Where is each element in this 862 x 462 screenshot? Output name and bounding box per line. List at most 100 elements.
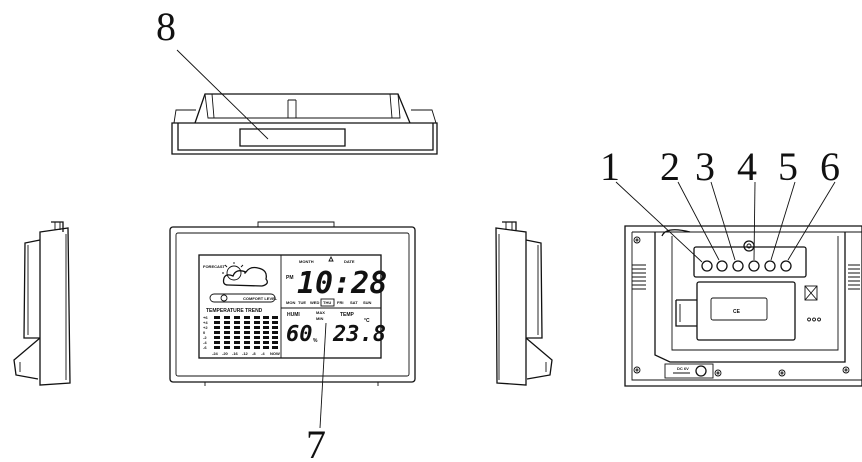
temperature-trend-chart: [214, 316, 278, 349]
trend-bar-segment: [234, 341, 240, 344]
trend-bar-segment: [214, 331, 220, 334]
trend-bar-segment: [254, 331, 260, 334]
trend-bar-segment: [244, 321, 250, 324]
trend-bar-segment: [234, 316, 240, 319]
trend-bar-segment: [272, 321, 278, 324]
trend-bar-segment: [214, 346, 220, 349]
button-4[interactable]: [748, 260, 760, 272]
trend-bar-segment: [263, 321, 269, 324]
trend-hour-label: -16: [232, 351, 239, 356]
trend-bar-segment: [224, 326, 230, 329]
trend-bar-segment: [234, 336, 240, 339]
trend-bar-segment: [272, 341, 278, 344]
screws: [633, 236, 850, 377]
ce-mark: CE: [733, 309, 741, 315]
callout-1: 1: [600, 144, 620, 189]
trend-bar-segment: [272, 346, 278, 349]
trend-bar-segment: [254, 336, 260, 339]
weekday-highlight-box: [320, 298, 335, 307]
button-2[interactable]: [716, 260, 728, 272]
trend-bar-segment: [224, 341, 230, 344]
button-5[interactable]: [764, 260, 776, 272]
right-vent: [848, 264, 860, 290]
trend-bar-segment: [263, 336, 269, 339]
trend-axis-label: -4: [203, 340, 207, 345]
trend-bar-segment: [254, 341, 260, 344]
trend-bar-segment: [224, 336, 230, 339]
trend-bar-segment: [263, 346, 269, 349]
trend-bar-segment: [234, 346, 240, 349]
time-readout: 10:28: [297, 266, 387, 301]
button-1[interactable]: [701, 260, 713, 272]
sun-cloud-icon: [222, 262, 268, 287]
trend-bar-segment: [234, 321, 240, 324]
trend-bar-segment: [224, 331, 230, 334]
trend-hours: -24 -20 -16 -12 -8 -4 NOW: [212, 351, 280, 356]
trend-bar-segment: [244, 316, 250, 319]
alarm-bell-icon: [328, 255, 334, 262]
trend-axis-label: +6: [203, 315, 208, 320]
humidity-readout: 60: [286, 322, 313, 347]
callout-8: 8: [156, 4, 176, 49]
callout-4: 4: [737, 144, 757, 189]
min-label: MIN: [316, 316, 323, 321]
trend-axis-label: +4: [203, 320, 208, 325]
comfort-level-label: COMFORT LEVEL: [243, 296, 278, 301]
trend-bar-segment: [214, 321, 220, 324]
forecast-label: FORECAST: [203, 264, 226, 269]
trend-bar-segment: [224, 321, 230, 324]
trend-bar-segment: [214, 336, 220, 339]
temperature-trend-label: TEMPERATURE TREND: [206, 308, 263, 314]
callout-leaders: [176, 49, 836, 429]
trend-hour-label: NOW: [270, 351, 280, 356]
trend-bar-segment: [234, 326, 240, 329]
callout-5: 5: [778, 144, 798, 189]
trend-bar-segment: [263, 316, 269, 319]
callout-3: 3: [695, 144, 715, 189]
weekday-tue: TUE: [298, 300, 306, 305]
button-3[interactable]: [732, 260, 744, 272]
trend-bar-segment: [234, 331, 240, 334]
trend-bar-segment: [224, 346, 230, 349]
left-vent: [632, 264, 646, 290]
trend-bar-segment: [214, 341, 220, 344]
trend-bar-segment: [224, 316, 230, 319]
rear-view: CE DC 6V: [624, 225, 862, 387]
trend-axis-label: +2: [203, 325, 208, 330]
trend-bar-segment: [254, 321, 260, 324]
weekday-row: MON TUE WED THU FRI SAT SUN: [286, 298, 372, 307]
dc-input-jack[interactable]: [695, 365, 707, 377]
top-view-stand: [171, 93, 438, 155]
weekday-wed: WED: [310, 300, 319, 305]
battery-cover: [696, 281, 796, 341]
humi-label: HUMI: [287, 312, 300, 318]
percent-sign: %: [313, 338, 318, 344]
callout-7: 7: [306, 422, 326, 462]
callout-2: 2: [660, 144, 680, 189]
trend-bar-segment: [254, 316, 260, 319]
trend-bar-segment: [272, 316, 278, 319]
trend-axis-label: -6: [203, 345, 207, 350]
button-panel: [693, 246, 807, 278]
dc-jack-panel: [664, 363, 714, 379]
weekday-thu: THU: [323, 300, 331, 305]
weekday-sat: SAT: [350, 300, 358, 305]
trend-bar-segment: [214, 326, 220, 329]
right-side-view: [495, 221, 553, 386]
trend-bar-segment: [254, 346, 260, 349]
max-label: MAX: [316, 310, 325, 315]
temperature-readout: 23.8: [332, 322, 386, 347]
smiley-icon: [220, 294, 228, 302]
trend-bar-segment: [272, 331, 278, 334]
callout-numbers: 1 2 3 4 5 6 7 8: [156, 4, 840, 462]
month-label: MONTH: [299, 259, 314, 264]
trend-axis-label: 0: [203, 330, 206, 335]
trend-bar-segment: [214, 316, 220, 319]
trend-axis: +6 +4 +2 0 -2 -4 -6: [203, 315, 208, 350]
button-6[interactable]: [780, 260, 792, 272]
dc-label: DC 6V: [677, 366, 689, 371]
trend-hour-label: -4: [261, 351, 265, 356]
trend-bar-segment: [244, 341, 250, 344]
trend-hour-label: -24: [212, 351, 219, 356]
